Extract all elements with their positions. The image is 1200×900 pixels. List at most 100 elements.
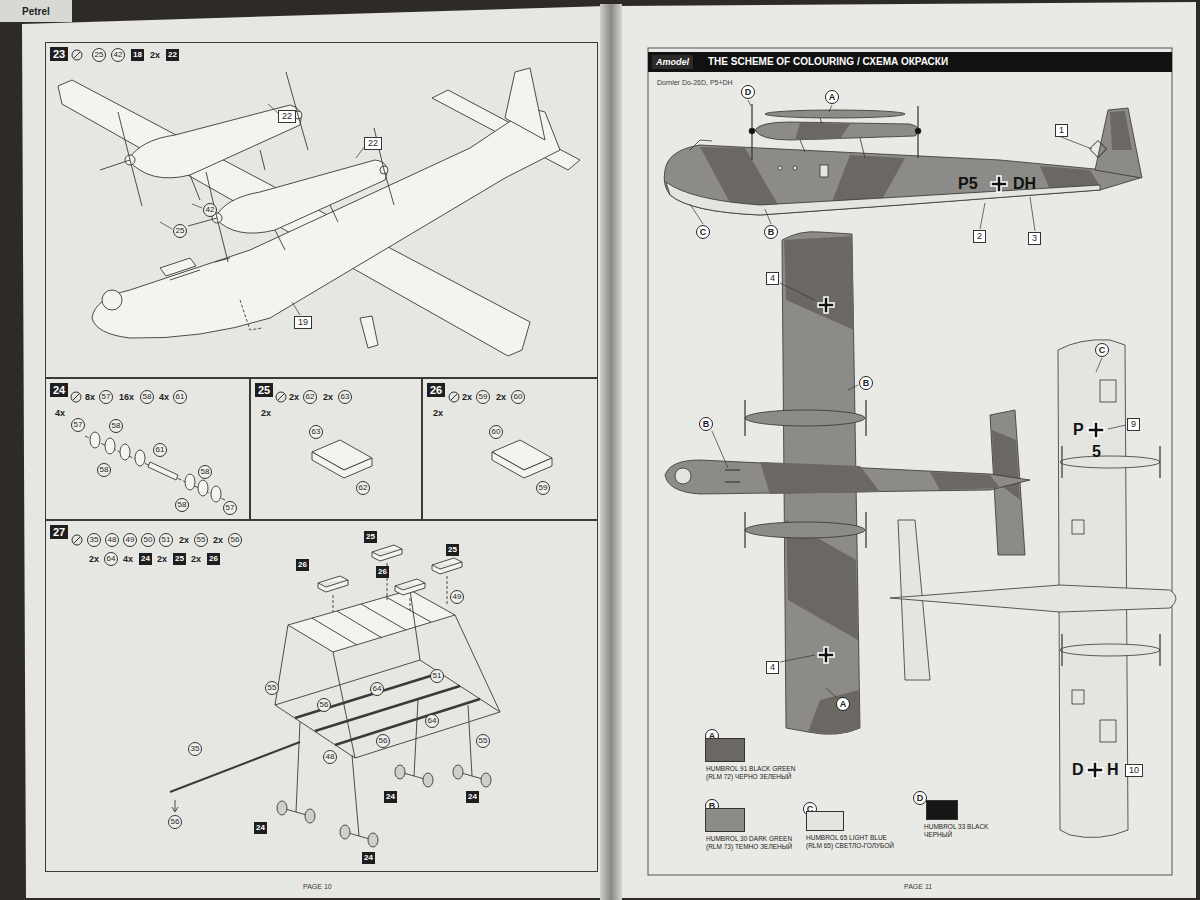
part-callout: 62	[303, 390, 317, 404]
wheel-exploded	[85, 436, 225, 500]
wheel-exploded	[120, 444, 130, 460]
top-view	[745, 522, 865, 538]
beaching-trolley	[170, 742, 300, 792]
legend-text: HUMBROL 33 BLACK ЧЕРНЫЙ	[924, 823, 1016, 839]
quantity-text: 2x	[462, 392, 472, 403]
marking-callout: 9	[1127, 418, 1140, 431]
part-callout: 56	[168, 815, 182, 829]
flying-boat-assembly	[170, 258, 230, 280]
aircraft-marking: D	[1072, 761, 1084, 779]
step-panel: 25	[250, 378, 422, 520]
decal-callout: 26	[296, 559, 309, 571]
glue-icon	[451, 394, 457, 400]
beaching-trolley	[453, 765, 463, 779]
glue-icon	[71, 392, 81, 402]
paper	[0, 0, 72, 22]
part-callout: 51	[159, 533, 173, 547]
marking-callout: 4	[766, 661, 779, 674]
glue-icon	[74, 52, 80, 58]
beaching-trolley	[277, 801, 287, 815]
bracket-part	[312, 452, 372, 478]
part-callout: 58	[198, 465, 212, 479]
legend-swatch	[926, 800, 958, 820]
beaching-trolley	[333, 563, 447, 612]
side-view	[795, 123, 850, 140]
beaching-trolley	[172, 800, 178, 812]
wheel-exploded	[211, 486, 221, 502]
side-view	[755, 122, 919, 140]
brand-logo: Amodel	[652, 55, 693, 69]
colour-letter: A	[836, 697, 850, 711]
colour-letter: B	[859, 376, 873, 390]
bottom-view	[1060, 644, 1160, 656]
part-callout: 48	[105, 533, 119, 547]
beaching-trolley	[340, 825, 350, 839]
top-view	[675, 468, 691, 484]
part-callout: 59	[536, 481, 550, 495]
decal-callout: 25	[446, 544, 459, 556]
legend-swatch	[705, 808, 745, 832]
quantity-text: 2x	[191, 554, 201, 565]
side-view	[749, 128, 755, 134]
marking-callout: 2	[973, 230, 986, 243]
leader-line	[1096, 358, 1102, 372]
bottom-view	[1060, 456, 1160, 468]
marking-callout: 4	[766, 272, 779, 285]
wheel-exploded	[185, 474, 195, 490]
side-view	[778, 166, 782, 170]
colour-letter: D	[913, 791, 927, 805]
decal-callout: 25	[364, 531, 377, 543]
part-callout: 58	[97, 463, 111, 477]
marking-callout: 22	[364, 137, 382, 150]
decal-callout: 26	[376, 566, 389, 578]
glue-icon	[73, 394, 79, 400]
quantity-text: 8x	[85, 392, 95, 403]
wheel-exploded	[135, 450, 145, 466]
leader-line	[160, 222, 172, 229]
part-callout: 61	[173, 390, 187, 404]
part-callout: 51	[430, 669, 444, 683]
part-callout: 60	[489, 425, 503, 439]
flying-boat-assembly	[100, 112, 142, 206]
paper	[648, 52, 1172, 72]
part-callout: 35	[188, 742, 202, 756]
part-callout: 49	[123, 533, 137, 547]
part-callout: 58	[175, 498, 189, 512]
part-callout: 64	[425, 714, 439, 728]
side-view	[793, 166, 797, 170]
side-view	[1090, 141, 1107, 158]
leader-line	[829, 105, 832, 112]
side-view	[752, 104, 918, 160]
beaching-trolley	[368, 833, 378, 847]
beaching-trolley	[432, 558, 462, 574]
page-text: PAGE 11	[904, 882, 932, 891]
part-callout: 55	[265, 681, 279, 695]
leader-line	[848, 385, 858, 390]
flying-boat-assembly	[240, 300, 262, 330]
quantity-text: 2x	[157, 554, 167, 565]
page-title: THE SCHEME OF COLOURING / СХЕМА ОКРАСКИ	[708, 56, 948, 68]
side-view	[664, 145, 1140, 215]
side-view	[915, 128, 921, 134]
flying-boat-assembly	[360, 316, 378, 348]
bottom-view	[1062, 446, 1160, 666]
part-callout: 57	[99, 390, 113, 404]
paper	[648, 48, 1172, 875]
side-view	[765, 110, 905, 118]
part-callout: 59	[476, 390, 490, 404]
beaching-trolley	[282, 700, 486, 840]
leader-line	[160, 100, 1126, 698]
quantity-text: 16x	[119, 392, 134, 403]
box-text: Petrel	[22, 6, 50, 17]
page-text: Dornier Do-26D, P5+DH	[657, 78, 733, 87]
decal-callout: 25	[173, 553, 186, 565]
marking-callout: 10	[1125, 764, 1143, 777]
colour-letter: D	[741, 85, 755, 99]
beaching-trolley	[395, 579, 425, 595]
marking-callout: 3	[1028, 232, 1041, 245]
glue-icon	[72, 50, 82, 60]
beaching-trolley	[275, 660, 500, 758]
flying-boat-assembly	[190, 150, 338, 250]
paper	[618, 2, 1196, 898]
